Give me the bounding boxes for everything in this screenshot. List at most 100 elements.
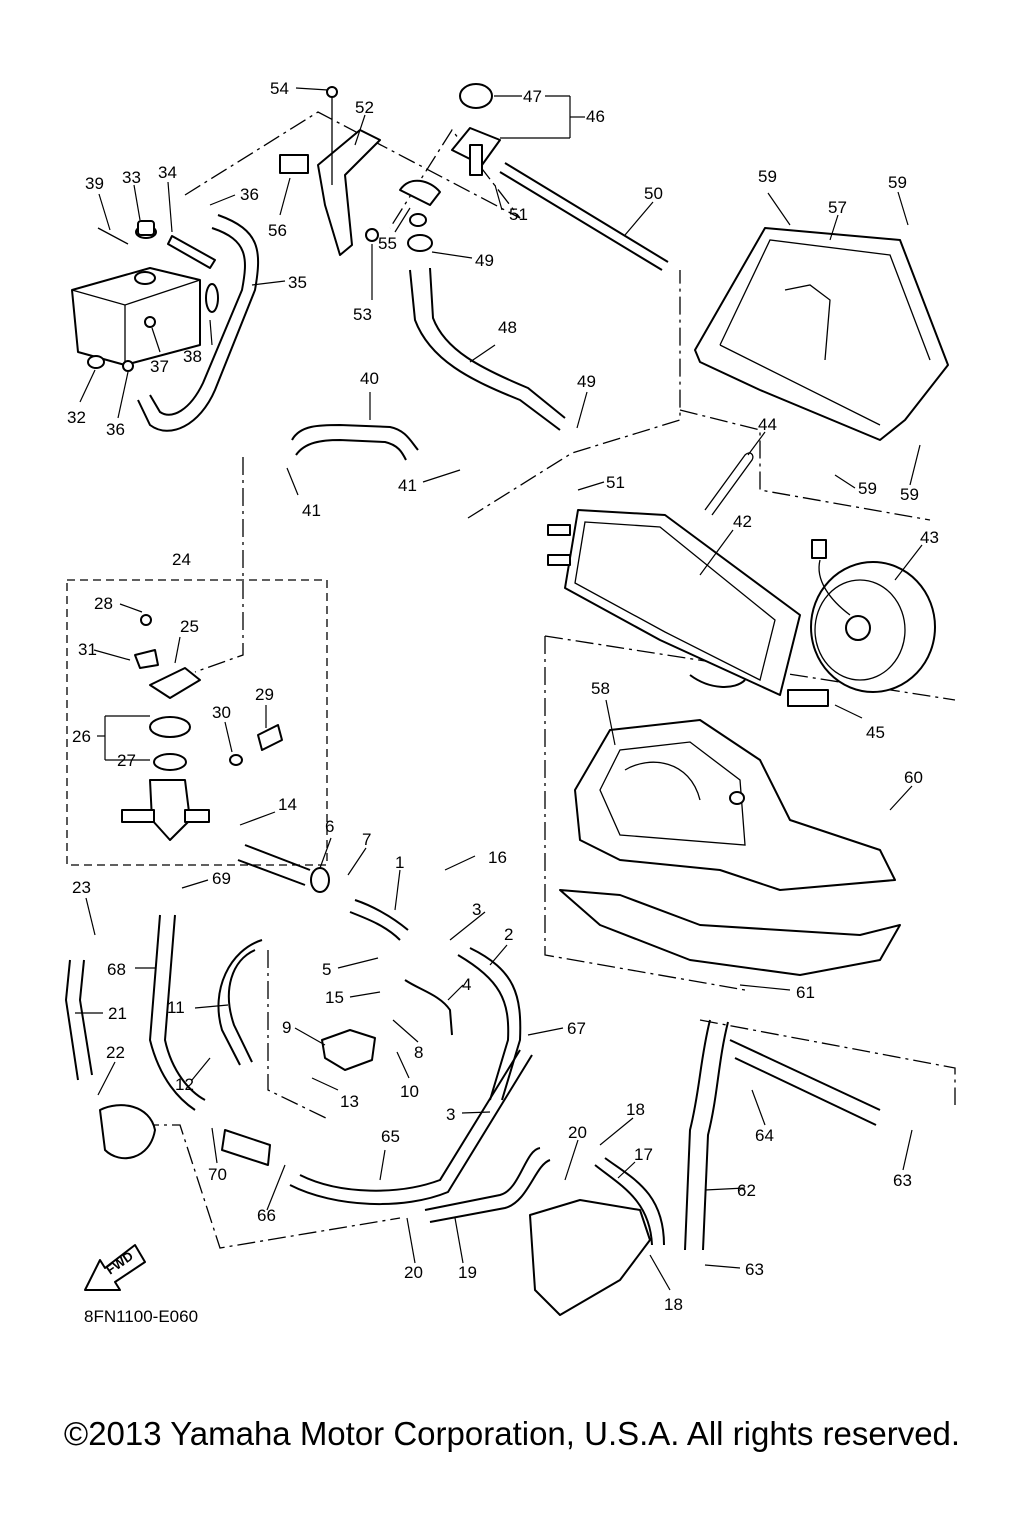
callout-48: 48 <box>498 318 517 337</box>
radiator-shroud <box>694 227 949 441</box>
callout-10: 10 <box>400 1082 419 1101</box>
callout-66: 66 <box>257 1206 276 1225</box>
callout-28: 28 <box>94 594 113 613</box>
callout-32: 32 <box>67 408 86 427</box>
callout-51a: 51 <box>509 205 528 224</box>
callout-40: 40 <box>360 369 379 388</box>
callout-46: 46 <box>586 107 605 126</box>
copyright-notice: ©2013 Yamaha Motor Corporation, U.S.A. A… <box>63 1415 961 1452</box>
fwd-arrow: FWD <box>84 1244 146 1291</box>
hose-48-inner <box>429 267 566 419</box>
diagram-code: 8FN1100-E060 <box>84 1307 199 1326</box>
lower-duct <box>559 889 901 976</box>
hose-35-inner <box>149 227 246 416</box>
air-duct <box>574 719 896 891</box>
callout-12: 12 <box>175 1075 194 1094</box>
callout-67: 67 <box>567 1019 586 1038</box>
callout-34: 34 <box>158 163 177 182</box>
callout-18a: 18 <box>626 1100 645 1119</box>
callout-52: 52 <box>355 98 374 117</box>
leader-lines <box>75 87 923 1291</box>
callout-41a: 41 <box>302 501 321 520</box>
callout-65: 65 <box>381 1127 400 1146</box>
callout-54: 54 <box>270 79 289 98</box>
clip-44 <box>704 452 754 516</box>
pipe-50 <box>504 162 669 263</box>
cooling-fan <box>810 539 936 693</box>
callout-19: 19 <box>458 1263 477 1282</box>
callout-2: 2 <box>504 925 513 944</box>
callout-49b: 49 <box>577 372 596 391</box>
callout-45: 45 <box>866 723 885 742</box>
callout-63a: 63 <box>893 1171 912 1190</box>
hose-48 <box>409 269 561 431</box>
callout-3b: 3 <box>446 1105 455 1124</box>
callout-64: 64 <box>755 1126 774 1145</box>
hose-40 <box>291 423 419 451</box>
callout-24: 24 <box>172 550 191 569</box>
callout-5: 5 <box>322 960 331 979</box>
callout-41b: 41 <box>398 476 417 495</box>
pipe-50-inner <box>499 171 663 271</box>
callout-31: 31 <box>78 640 97 659</box>
callout-3a: 3 <box>472 900 481 919</box>
reservoir-tank <box>71 220 219 372</box>
thermostat-assembly-box <box>66 579 328 866</box>
callout-17: 17 <box>634 1145 653 1164</box>
callout-20b: 20 <box>404 1263 423 1282</box>
callout-59d: 59 <box>900 485 919 504</box>
callout-25: 25 <box>180 617 199 636</box>
callout-60: 60 <box>904 768 923 787</box>
callout-59a: 59 <box>758 167 777 186</box>
callout-6: 6 <box>325 817 334 836</box>
callout-8: 8 <box>414 1043 423 1062</box>
callout-30: 30 <box>212 703 231 722</box>
callout-20a: 20 <box>568 1123 587 1142</box>
callout-1: 1 <box>395 853 404 872</box>
filler-neck-assembly <box>279 83 501 256</box>
callout-18b: 18 <box>664 1295 683 1314</box>
resistor-45 <box>787 689 829 707</box>
callout-50: 50 <box>644 184 663 203</box>
callout-14: 14 <box>278 795 297 814</box>
callout-37: 37 <box>150 357 169 376</box>
callout-22: 22 <box>106 1043 125 1062</box>
hose-40-inner <box>295 438 407 461</box>
callout-47: 47 <box>523 87 542 106</box>
callout-26: 26 <box>72 727 91 746</box>
callout-27: 27 <box>117 751 136 770</box>
hose-35 <box>137 214 260 432</box>
callout-58: 58 <box>591 679 610 698</box>
callout-53: 53 <box>353 305 372 324</box>
callout-62: 62 <box>737 1181 756 1200</box>
callout-13: 13 <box>340 1092 359 1111</box>
callout-38: 38 <box>183 347 202 366</box>
callout-44: 44 <box>758 415 777 434</box>
callout-23: 23 <box>72 878 91 897</box>
callout-36a: 36 <box>240 185 259 204</box>
callout-70: 70 <box>208 1165 227 1184</box>
callout-63b: 63 <box>745 1260 764 1279</box>
callout-4: 4 <box>462 975 471 994</box>
callout-29: 29 <box>255 685 274 704</box>
callout-57: 57 <box>828 198 847 217</box>
callout-42: 42 <box>733 512 752 531</box>
callout-56: 56 <box>268 221 287 240</box>
callout-16: 16 <box>488 848 507 867</box>
callout-43: 43 <box>920 528 939 547</box>
callout-35: 35 <box>288 273 307 292</box>
callout-69: 69 <box>212 869 231 888</box>
callout-7: 7 <box>362 830 371 849</box>
callout-55: 55 <box>378 234 397 253</box>
callout-59c: 59 <box>858 479 877 498</box>
callout-21: 21 <box>108 1004 127 1023</box>
callout-68: 68 <box>107 960 126 979</box>
callout-49a: 49 <box>475 251 494 270</box>
callout-61: 61 <box>796 983 815 1002</box>
phantom-lines <box>110 111 956 1249</box>
callout-39: 39 <box>85 174 104 193</box>
thermostat-parts <box>121 614 283 841</box>
water-pump <box>529 1199 651 1316</box>
part-22 <box>99 1104 156 1160</box>
